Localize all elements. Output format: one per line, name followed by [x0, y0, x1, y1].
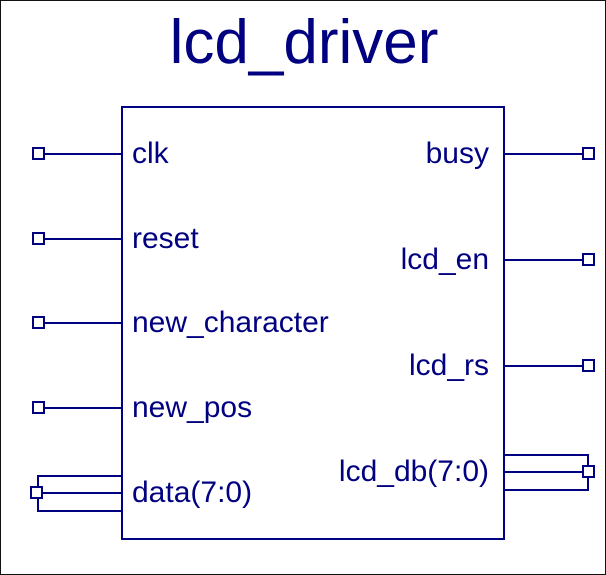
port-terminal-busy[interactable] [582, 147, 595, 160]
port-wire-busy [503, 153, 583, 155]
port-label-new-pos: new_pos [132, 391, 253, 424]
bus-port-wire-data [37, 492, 123, 494]
port-wire-clk [43, 153, 123, 155]
port-terminal-lcd-rs[interactable] [582, 359, 595, 372]
port-label-lcd-en: lcd_en [400, 243, 489, 276]
port-terminal-data[interactable] [30, 486, 43, 499]
port-terminal-lcd-en[interactable] [582, 253, 595, 266]
port-wire-reset [43, 238, 123, 240]
port-label-new-character: new_character [132, 306, 329, 339]
port-terminal-lcd-db[interactable] [582, 465, 595, 478]
port-label-clk: clk [132, 137, 169, 170]
page-title: lcd_driver [169, 8, 439, 77]
bus-port-wire-lcd-db [503, 471, 589, 473]
port-label-reset: reset [132, 222, 199, 255]
port-wire-lcd-en [503, 259, 583, 261]
port-label-data: data(7:0) [132, 476, 253, 509]
port-wire-new-character [43, 322, 123, 324]
port-label-busy: busy [425, 137, 489, 170]
port-label-lcd-db: lcd_db(7:0) [338, 455, 489, 488]
port-wire-new-pos [43, 407, 123, 409]
port-wire-lcd-rs [503, 365, 583, 367]
port-label-lcd-rs: lcd_rs [408, 349, 489, 382]
